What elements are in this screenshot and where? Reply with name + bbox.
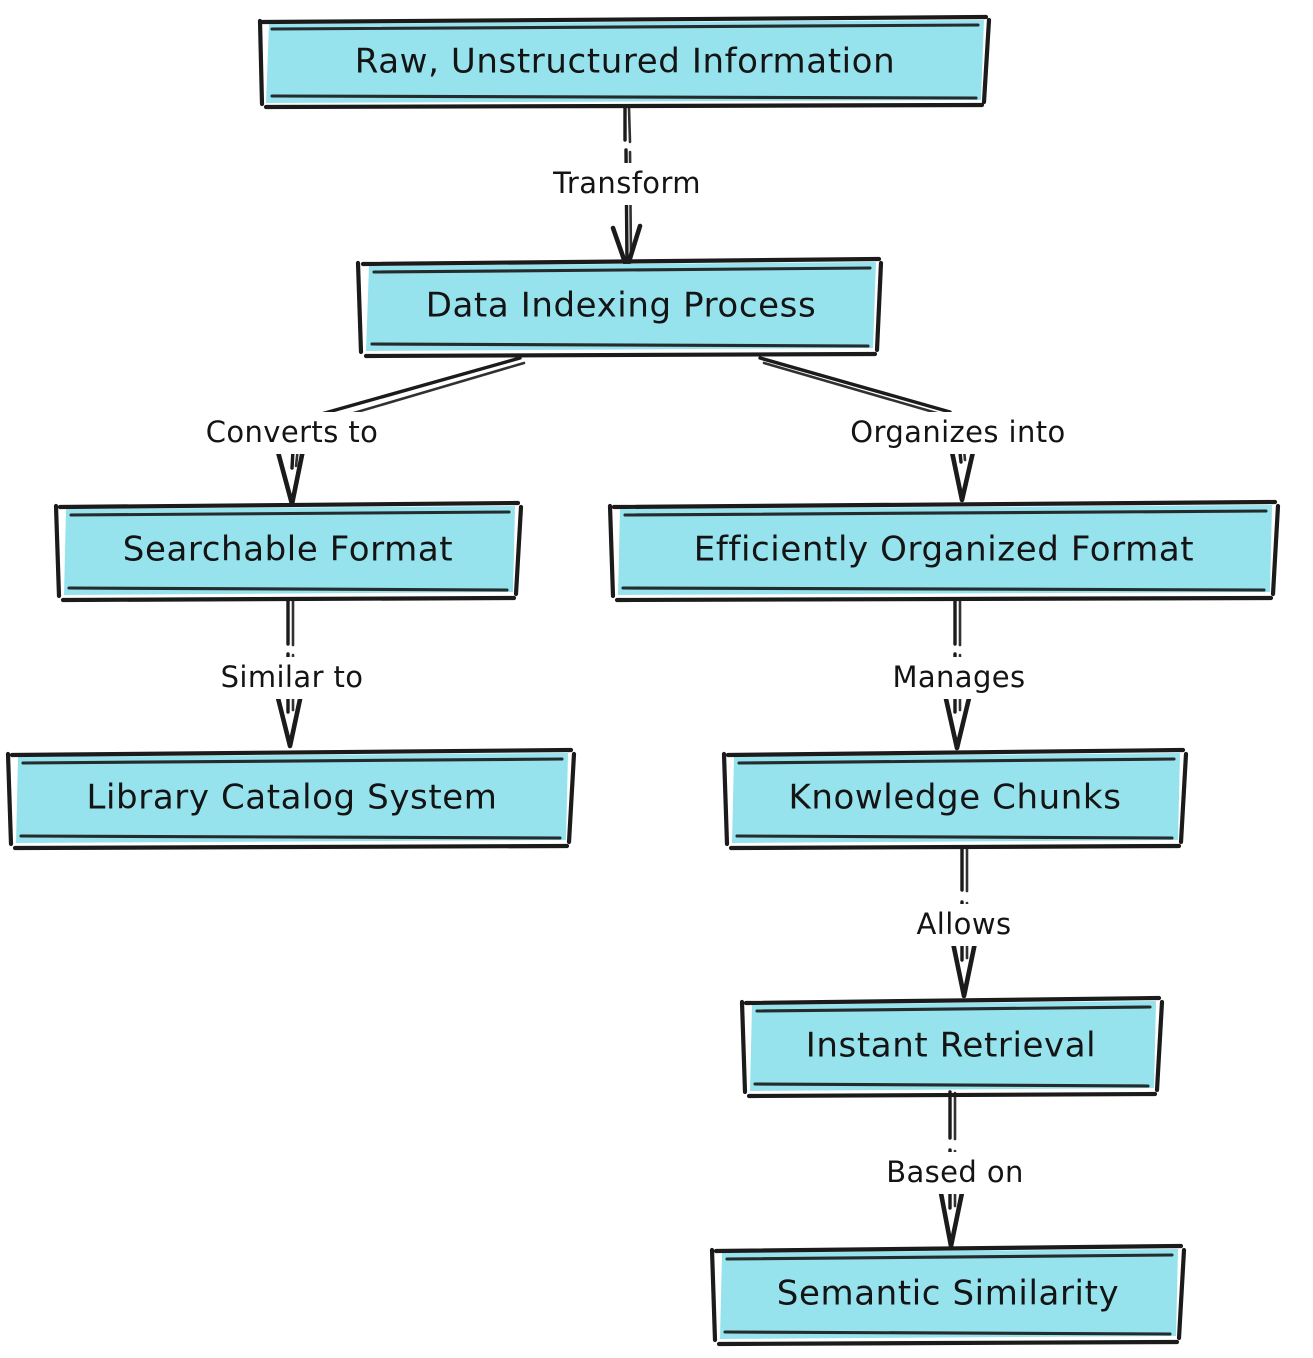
arrow-head-icon xyxy=(941,687,974,751)
edge-label-based-on: Based on xyxy=(866,1152,1044,1194)
edge-label-transform: Transform xyxy=(521,163,733,205)
arrow-head-icon xyxy=(937,1185,966,1249)
node-raw-unstructured-information[interactable]: Raw, Unstructured Information xyxy=(257,14,992,110)
edge-label-text: Allows xyxy=(917,907,1012,941)
node-efficiently-organized-format[interactable]: Efficiently Organized Format xyxy=(607,499,1281,603)
node-data-indexing-process[interactable]: Data Indexing Process xyxy=(355,256,884,359)
node-semantic-similarity[interactable]: Semantic Similarity xyxy=(709,1243,1187,1347)
edge-label-text: Similar to xyxy=(221,660,364,694)
arrow-head-icon xyxy=(273,687,305,749)
edge-label-organizes-into: Organizes into xyxy=(810,412,1106,454)
node-library-catalog-system[interactable]: Library Catalog System xyxy=(5,747,577,851)
node-label: Raw, Unstructured Information xyxy=(355,42,895,82)
edge-label-similar-to: Similar to xyxy=(196,657,388,699)
node-label: Searchable Format xyxy=(123,530,453,570)
edge-label-text: Manages xyxy=(892,660,1025,694)
node-searchable-format[interactable]: Searchable Format xyxy=(53,500,524,603)
node-label: Knowledge Chunks xyxy=(788,778,1121,818)
node-label: Semantic Similarity xyxy=(777,1274,1119,1314)
node-label: Data Indexing Process xyxy=(426,286,817,326)
arrow-head-icon xyxy=(949,935,979,999)
node-knowledge-chunks[interactable]: Knowledge Chunks xyxy=(721,747,1189,851)
node-label: Instant Retrieval xyxy=(806,1026,1096,1066)
edge-label-text: Transform xyxy=(552,166,701,200)
edge-label-converts-to: Converts to xyxy=(168,412,416,454)
node-label: Efficiently Organized Format xyxy=(694,530,1195,570)
edge-label-allows: Allows xyxy=(894,904,1034,946)
arrow-head-icon xyxy=(275,447,306,507)
edge-label-manages: Manages xyxy=(874,657,1044,699)
edge-label-text: Organizes into xyxy=(850,415,1065,449)
arrow-head-icon xyxy=(949,449,976,503)
edge-label-text: Based on xyxy=(886,1155,1024,1189)
node-instant-retrieval[interactable]: Instant Retrieval xyxy=(739,995,1165,1099)
edge-label-text: Converts to xyxy=(206,415,379,449)
node-label: Library Catalog System xyxy=(86,778,497,818)
